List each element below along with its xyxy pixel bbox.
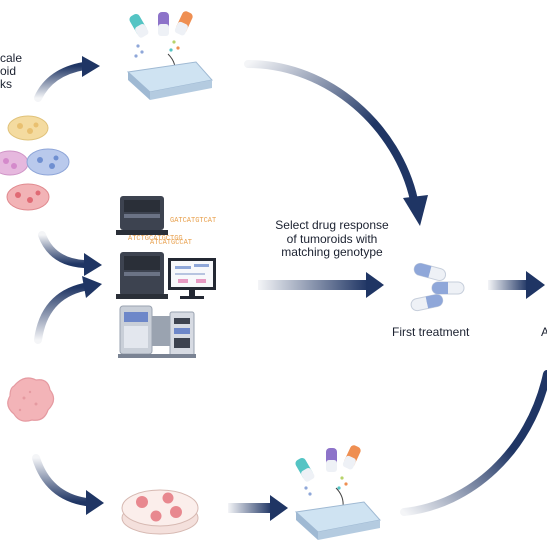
vial-teal-top	[129, 13, 149, 38]
sequence-line-1: GATCATGTCAT	[170, 217, 216, 225]
sequence-text: GATCATGTCAT ATCTGCATGCTGG ATCATGCCAT	[128, 217, 216, 247]
edge-label-fragment: A	[541, 325, 547, 339]
arrow-to-first-treatment	[258, 272, 384, 298]
dish-purple	[0, 150, 29, 176]
vial-purple-top	[158, 12, 169, 36]
pill-top	[413, 262, 447, 282]
first-treatment-label: First treatment	[392, 325, 470, 339]
bottom-drug-plate	[294, 445, 381, 540]
dish-yellow	[7, 115, 49, 141]
arrow-to-right-edge	[488, 271, 545, 299]
drug-drops-bottom	[304, 476, 348, 496]
sequence-line-2: ATCTGCATGCTGG	[128, 235, 183, 243]
arrow-dishes-to-sequencer	[38, 231, 102, 276]
pill-bottom	[410, 293, 444, 312]
arrow-to-top-plate	[34, 56, 100, 102]
dish-blue	[26, 148, 70, 176]
vial-orange-top	[174, 11, 193, 36]
sequencer-bottom	[116, 252, 168, 299]
arrow-bottom-plate-to-right	[400, 370, 547, 516]
select-drug-response-label: Select drug response of tumoroids with m…	[275, 218, 389, 259]
sequence-line-3: ATCATGCCAT	[150, 239, 192, 247]
arrow-tumoroid-to-dish	[32, 454, 104, 515]
drug-drops-top	[134, 40, 180, 58]
top-drug-plate	[126, 11, 213, 100]
vial-purple-bottom	[326, 448, 337, 472]
arrow-tumoroid-to-sequencer	[34, 276, 102, 344]
organoid-biobank-dishes	[0, 115, 70, 211]
arrow-dish-to-bottom-plate	[228, 495, 288, 521]
biobank-label-fragment: cale oid ks	[0, 51, 23, 91]
treatment-pills	[410, 262, 465, 312]
dish-red	[6, 183, 50, 211]
tumoroid-culture-dish	[121, 489, 199, 535]
arrow-plate-to-select	[244, 60, 428, 226]
mass-spectrometer	[118, 305, 196, 358]
vial-orange-bottom	[342, 445, 361, 470]
tumoroid-sample	[7, 377, 55, 422]
pill-middle	[431, 281, 465, 295]
computer-monitor	[168, 258, 216, 299]
sequencer-top	[116, 196, 168, 235]
vial-teal-bottom	[295, 457, 315, 482]
